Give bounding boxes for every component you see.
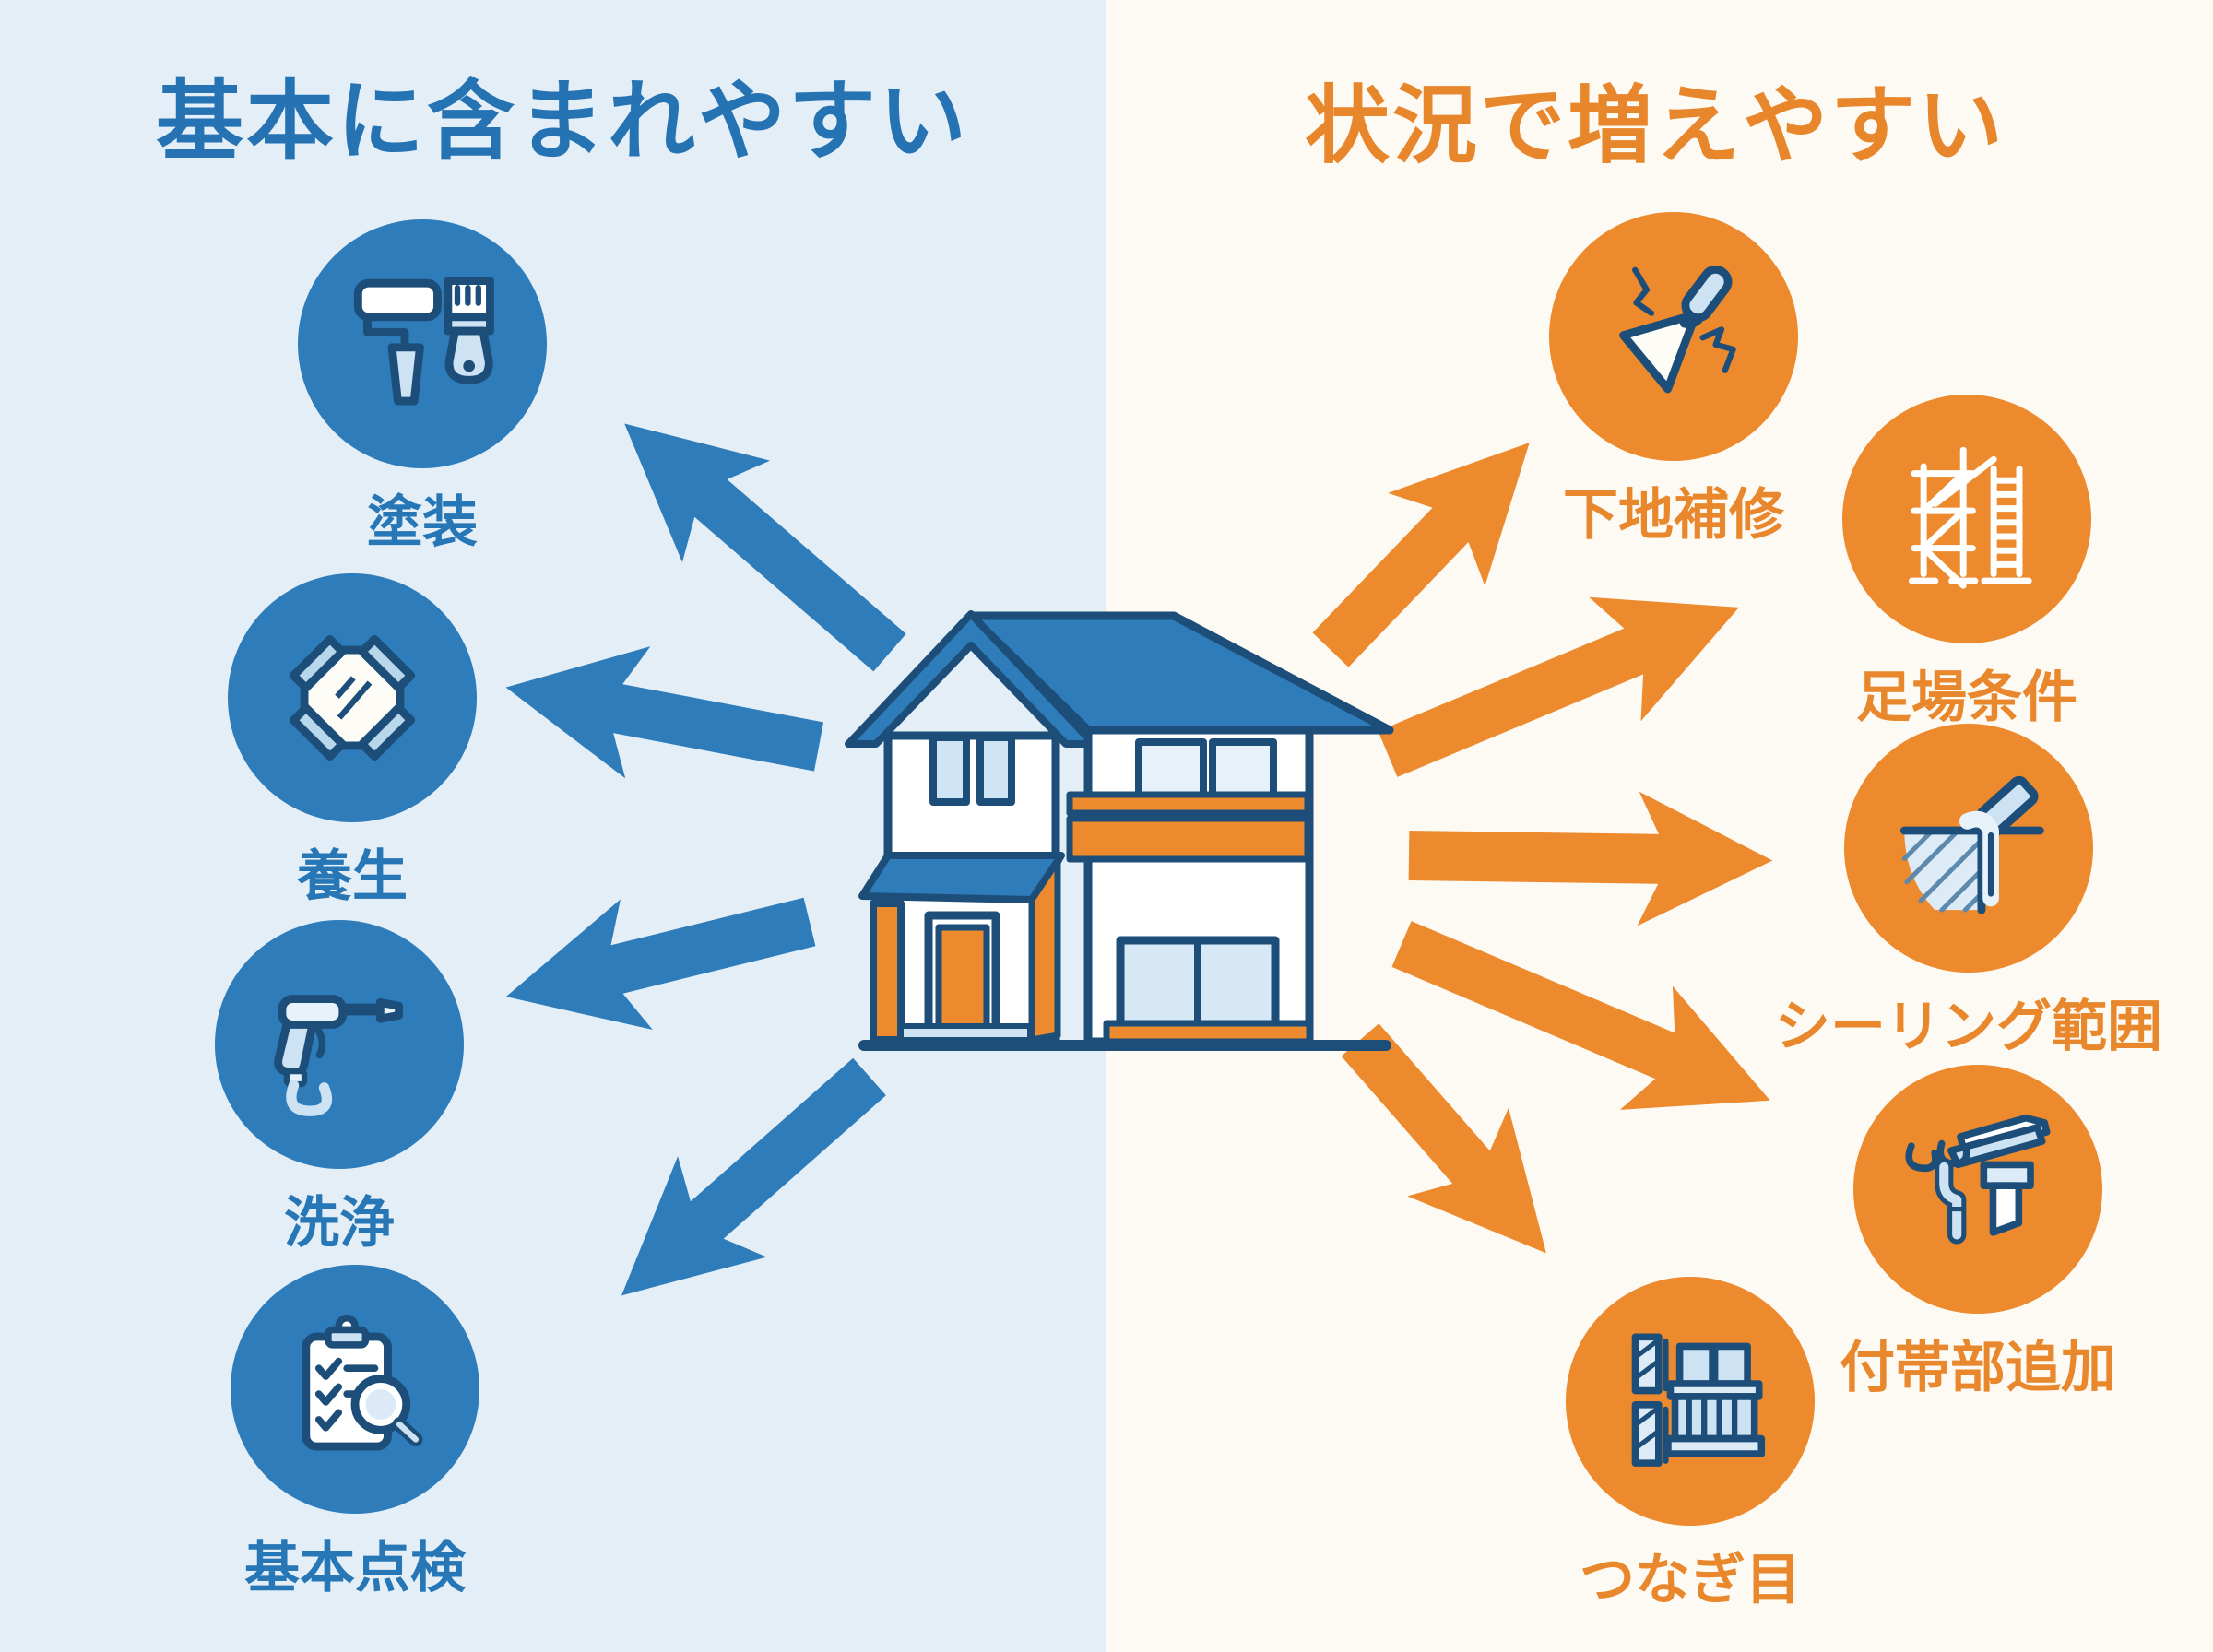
scaffold-icon <box>1908 446 2032 589</box>
node-painting: 塗装 <box>298 219 547 558</box>
house-illustration <box>845 610 1394 1051</box>
trowel-crack-icon <box>1619 265 1736 394</box>
painting-circle <box>298 219 547 468</box>
scaffold-label: 足場条件 <box>1856 667 2077 728</box>
node-crack-repair: 下地補修 <box>1549 212 1798 550</box>
node-seam: つなぎ目 <box>1566 1277 1815 1615</box>
crack-repair-label: 下地補修 <box>1563 484 1784 546</box>
inspection-circle <box>231 1265 479 1514</box>
inspection-clipboard-icon <box>302 1314 423 1451</box>
masking-label: 養生 <box>297 845 408 907</box>
paint-roller-brush-icon <box>353 277 494 406</box>
sealing-circle <box>1844 724 2093 973</box>
right-title: 状況で増えやすい <box>1304 79 2006 173</box>
wall-seam-icon <box>1631 1333 1766 1467</box>
node-inspection: 基本点検 <box>231 1265 479 1603</box>
sealing-joint-icon <box>1899 775 2044 914</box>
masking-circle <box>228 573 477 822</box>
node-washing: 洗浄 <box>215 920 464 1258</box>
node-sealing: シーリング範囲 <box>1775 724 2162 1062</box>
washing-circle <box>215 920 464 1169</box>
seam-circle <box>1566 1277 1815 1526</box>
masking-window-icon <box>289 634 416 761</box>
gutter-parts-icon <box>1905 1114 2051 1245</box>
scaffold-circle <box>1842 395 2091 643</box>
crack-repair-circle <box>1549 212 1798 461</box>
seam-label: つなぎ目 <box>1580 1549 1801 1611</box>
node-masking: 養生 <box>228 573 477 912</box>
pressure-washer-icon <box>274 995 404 1116</box>
node-gutter: 付帯部追加 <box>1840 1065 2116 1403</box>
node-scaffold: 足場条件 <box>1842 395 2091 733</box>
inspection-label: 基本点検 <box>244 1537 466 1599</box>
gutter-parts-label: 付帯部追加 <box>1840 1337 2116 1398</box>
gutter-parts-circle <box>1853 1065 2102 1314</box>
left-title: 基本に含まれやすい <box>155 73 970 171</box>
washing-label: 洗浄 <box>284 1192 395 1254</box>
sealing-label: シーリング範囲 <box>1775 996 2162 1057</box>
painting-label: 塗装 <box>367 491 478 553</box>
